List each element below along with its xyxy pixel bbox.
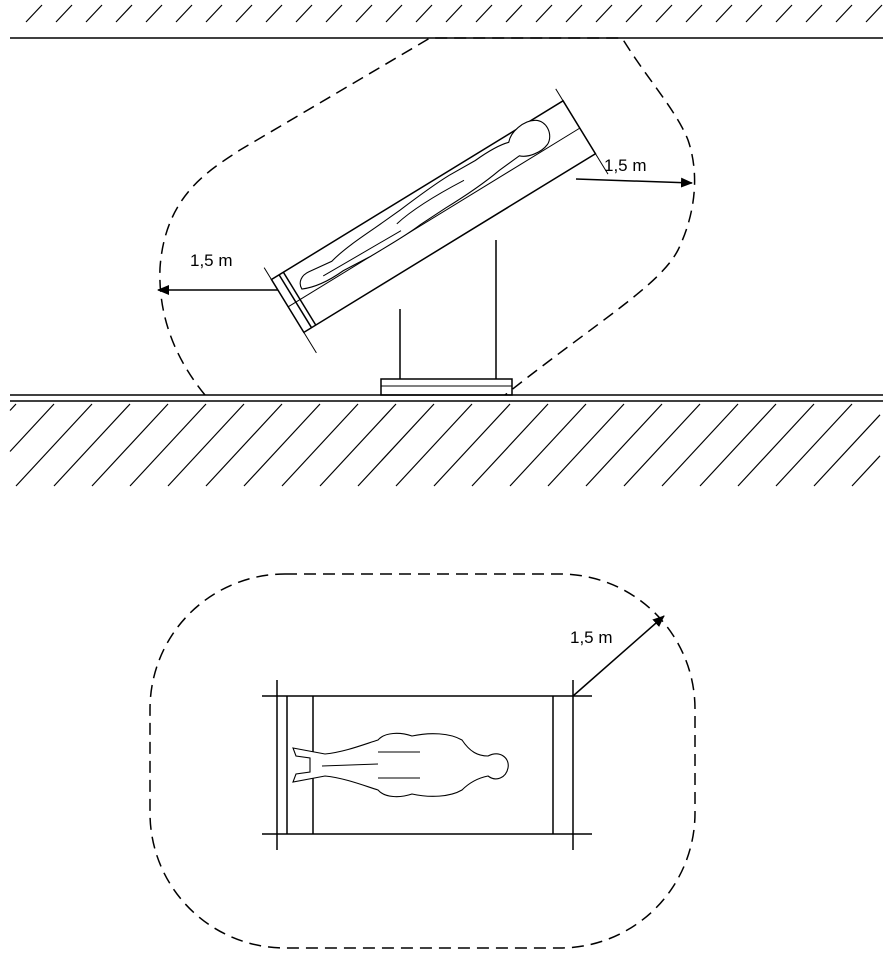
hatch-line	[625, 4, 643, 23]
hatch-line	[595, 4, 613, 23]
hatch-line	[699, 403, 777, 487]
hatch-line	[535, 4, 553, 23]
hatch-line	[547, 403, 625, 487]
hatch-line	[865, 4, 883, 23]
hatch-line	[415, 4, 433, 23]
hatch-line	[235, 4, 253, 23]
hatch-line	[91, 403, 169, 487]
hatch-line	[295, 4, 313, 23]
clearance-label-right: 1,5 m	[604, 156, 647, 175]
plan-view: 1,5 m	[149, 573, 696, 949]
hatch-line	[25, 4, 43, 23]
dimension-arrow-plan	[572, 615, 665, 697]
hatch-line	[243, 403, 321, 487]
dimension-arrow-right	[575, 177, 693, 188]
hatch-line	[745, 4, 763, 23]
hatch-line	[445, 4, 463, 23]
hatch-line	[475, 4, 493, 23]
hatch-line	[585, 403, 663, 487]
table-base	[380, 378, 513, 396]
hatch-line	[265, 4, 283, 23]
hatch-line	[623, 403, 701, 487]
hatch-line	[565, 4, 583, 23]
side-elevation-view: 1,5 m 1,5 m	[9, 4, 883, 487]
hatch-line	[813, 414, 881, 487]
hatch-line	[775, 4, 793, 23]
hatch-line	[835, 4, 853, 23]
hatch-line	[737, 403, 815, 487]
hatch-line	[281, 403, 359, 487]
hatch-line	[355, 4, 373, 23]
patient-figure-plan	[292, 732, 509, 798]
hatch-line	[661, 403, 739, 487]
floor-hatching	[9, 403, 881, 487]
hatch-line	[505, 4, 523, 23]
hatch-line	[655, 4, 673, 23]
hatch-line	[775, 403, 853, 487]
hatch-line	[53, 403, 131, 487]
hatch-line	[357, 403, 435, 487]
hatch-line	[9, 403, 55, 452]
hatch-line	[115, 4, 133, 23]
hatch-line	[167, 403, 245, 487]
hatch-line	[129, 403, 207, 487]
hatch-line	[205, 4, 223, 23]
hatch-line	[55, 4, 73, 23]
clearance-label-plan: 1,5 m	[570, 628, 613, 647]
hatch-line	[145, 4, 163, 23]
hatch-line	[433, 403, 511, 487]
hatch-line	[325, 4, 343, 23]
hatch-line	[9, 403, 17, 411]
hatch-line	[85, 4, 103, 23]
clearance-label-left: 1,5 m	[190, 251, 233, 270]
hatch-line	[509, 403, 587, 487]
patient-environment-boundary-side	[159, 37, 696, 396]
patient-figure-side	[299, 119, 551, 290]
hatch-line	[471, 403, 549, 487]
ceiling-hatching	[25, 4, 883, 23]
hatch-line	[715, 4, 733, 23]
hatch-line	[685, 4, 703, 23]
hatch-line	[805, 4, 823, 23]
hatch-line	[395, 403, 473, 487]
patient-environment-boundary-plan	[149, 573, 696, 949]
hatch-line	[385, 4, 403, 23]
hatch-line	[851, 455, 881, 487]
hatch-line	[175, 4, 193, 23]
floor	[9, 394, 883, 487]
hatch-line	[319, 403, 397, 487]
tilted-table-top	[263, 88, 609, 354]
hatch-line	[15, 403, 93, 487]
ceiling	[10, 4, 883, 39]
hatch-line	[205, 403, 283, 487]
